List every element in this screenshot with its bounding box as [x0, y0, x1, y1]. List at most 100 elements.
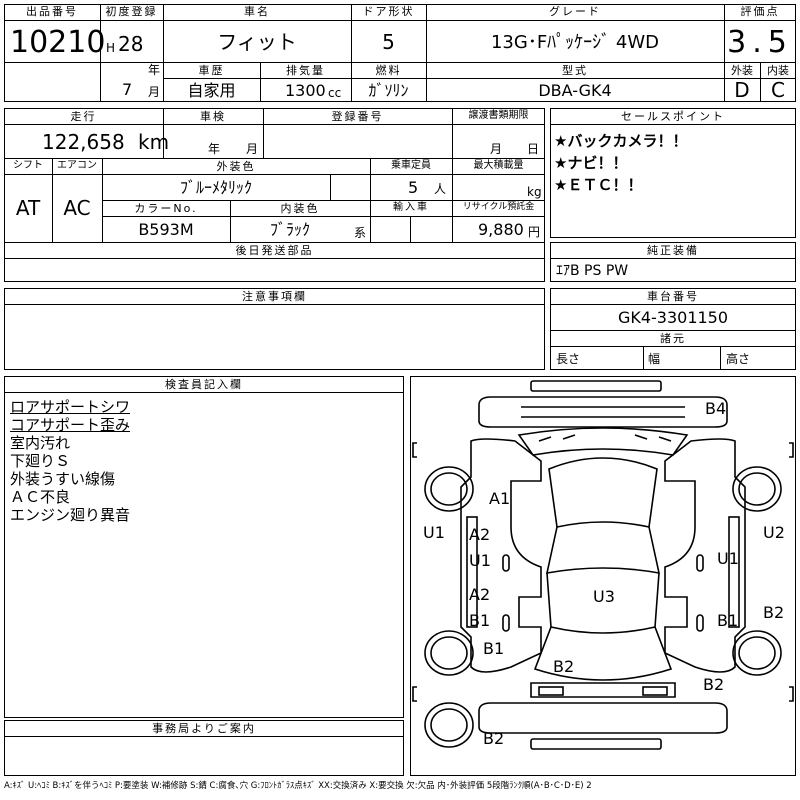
legend: A:ｷｽﾞ U:ﾍｺﾐ B:ｷｽﾞを伴うﾍｺﾐ P:要塗装 W:補修跡 S:錆 … — [4, 781, 592, 791]
height-label: 高さ — [726, 352, 751, 366]
mark-u1-left: U1 — [423, 523, 445, 542]
history-label: 車歴 — [198, 64, 225, 77]
capacity-unit: 人 — [434, 182, 447, 196]
model-label: 型式 — [562, 64, 588, 77]
transfer-day-unit: 日 — [527, 142, 540, 156]
grade-value: 13G･Fﾊﾟｯｹｰｼﾞ 4WD — [490, 32, 660, 53]
inspector-block — [4, 376, 404, 718]
inspector-note: ＡＣ不良 — [10, 488, 71, 506]
shift-label: シフト — [13, 160, 43, 171]
ext-label: 外装 — [731, 64, 753, 77]
inspector-note: ロアサポートシワ — [10, 398, 131, 416]
score-value: 3.5 — [727, 25, 793, 60]
later-parts-label: 後日発送部品 — [235, 244, 314, 257]
mark-a2-left: A2 — [469, 525, 491, 544]
car-diagram: B4 A1 U1 U2 A2 U1 U1 U3 A2 B1 B1 B2 B1 B… — [410, 376, 796, 776]
mark-b4: B4 — [705, 399, 727, 418]
inspection-month-unit: 月 — [246, 142, 259, 156]
displacement-label: 排気量 — [286, 64, 325, 77]
car-name: フィット — [217, 30, 297, 54]
inspector-note: 室内汚れ — [10, 434, 71, 452]
mark-u1-left-front: U1 — [469, 551, 491, 570]
import-label: 輸入車 — [393, 202, 429, 213]
mark-a2-left-rear: A2 — [469, 585, 491, 604]
mark-u3: U3 — [593, 587, 615, 606]
reg-month: 7 — [122, 80, 133, 99]
mark-b1-right-rear: B1 — [717, 611, 739, 630]
mileage-label: 走行 — [70, 110, 97, 123]
shift-value: AT — [15, 196, 41, 220]
sales-point: ★ナビ！！ — [554, 154, 628, 172]
door-label: ドア形状 — [362, 5, 415, 18]
capacity-label: 乗車定員 — [391, 160, 431, 171]
header-block — [4, 4, 796, 102]
lot-number: 10210 — [10, 25, 106, 60]
reg-year: 28 — [118, 32, 144, 56]
mark-b2-rear: B2 — [703, 675, 725, 694]
mark-b2-bottom: B2 — [483, 729, 505, 748]
name-label: 車名 — [244, 5, 270, 18]
color-value: ﾌﾞﾙｰﾒﾀﾘｯｸ — [179, 178, 252, 197]
inspector-note: エンジン廻り異音 — [10, 506, 131, 524]
length-label: 長さ — [556, 352, 581, 366]
load-label: 最大積載量 — [473, 160, 524, 171]
recycle-value: 9,880 — [478, 220, 524, 239]
mark-u1-right-front: U1 — [717, 549, 739, 568]
mark-b2-center: B2 — [553, 657, 575, 676]
fuel-value: ｶﾞｿﾘﾝ — [368, 81, 409, 100]
mileage-unit: km — [138, 130, 170, 154]
sales-points-block — [550, 108, 796, 238]
displacement-value: 1300 — [285, 81, 326, 100]
inspection-label: 車検 — [200, 110, 226, 123]
color-no-value: B593M — [138, 220, 194, 239]
interior-color-value: ﾌﾞﾗｯｸ — [269, 220, 310, 239]
equipment-label: 純正装備 — [647, 244, 699, 257]
ac-label: エアコン — [57, 160, 97, 171]
color-label: 外装色 — [216, 160, 256, 173]
ac-value: AC — [63, 196, 91, 220]
dims-label: 諸元 — [660, 332, 686, 345]
door-value: 5 — [382, 30, 395, 54]
reg-month-unit: 月 — [148, 85, 161, 99]
sales-points-list: ★バックカメラ！！ ★ナビ！！ ★ＥＴＣ！！ — [554, 130, 687, 196]
score-label: 評価点 — [740, 5, 780, 18]
equipment-value: ｴｱB PS PW — [556, 263, 629, 279]
width-label: 幅 — [648, 352, 661, 366]
mark-b2-right: B2 — [763, 603, 785, 622]
capacity-value: 5 — [408, 178, 419, 197]
reg-year-unit: 年 — [148, 63, 161, 77]
grade-label: グレード — [549, 5, 601, 18]
notes-block — [4, 288, 545, 370]
int-label: 内装 — [767, 64, 789, 77]
details-block — [4, 108, 545, 282]
inspector-note: コアサポート歪み — [10, 416, 131, 434]
inspector-label: 検査員記入欄 — [165, 378, 243, 391]
equipment-block — [550, 242, 796, 282]
fuel-label: 燃料 — [375, 64, 402, 77]
sales-point: ★バックカメラ！！ — [554, 132, 688, 150]
int-grade: C — [771, 78, 785, 102]
mark-b1-left: B1 — [483, 639, 505, 658]
mileage-value: 122,658 — [42, 130, 125, 154]
notes-label: 注意事項欄 — [242, 290, 307, 303]
ext-grade: D — [734, 78, 750, 102]
reg-no-label: 登録番号 — [331, 110, 384, 123]
displacement-unit: cc — [328, 86, 342, 100]
mark-u2-right: U2 — [763, 523, 785, 542]
chassis-block — [550, 288, 796, 370]
mark-a1: A1 — [489, 489, 511, 508]
recycle-label: リサイクル預託金 — [462, 202, 535, 212]
office-label: 事務局よりご案内 — [152, 722, 256, 735]
history-value: 自家用 — [187, 81, 236, 100]
transfer-label: 譲渡書類期限 — [468, 110, 529, 121]
chassis-label: 車台番号 — [647, 290, 699, 303]
interior-color-unit: 系 — [354, 226, 367, 240]
car-outline — [412, 380, 794, 750]
recycle-unit: 円 — [528, 225, 541, 239]
load-unit: kg — [527, 185, 542, 199]
sales-points-label: セールスポイント — [621, 110, 725, 123]
inspector-note: 外装うすい線傷 — [10, 470, 116, 488]
color-no-label: カラーNo. — [134, 202, 198, 215]
reg-label: 初度登録 — [105, 5, 158, 18]
inspector-note: 下廻りＳ — [10, 452, 71, 470]
